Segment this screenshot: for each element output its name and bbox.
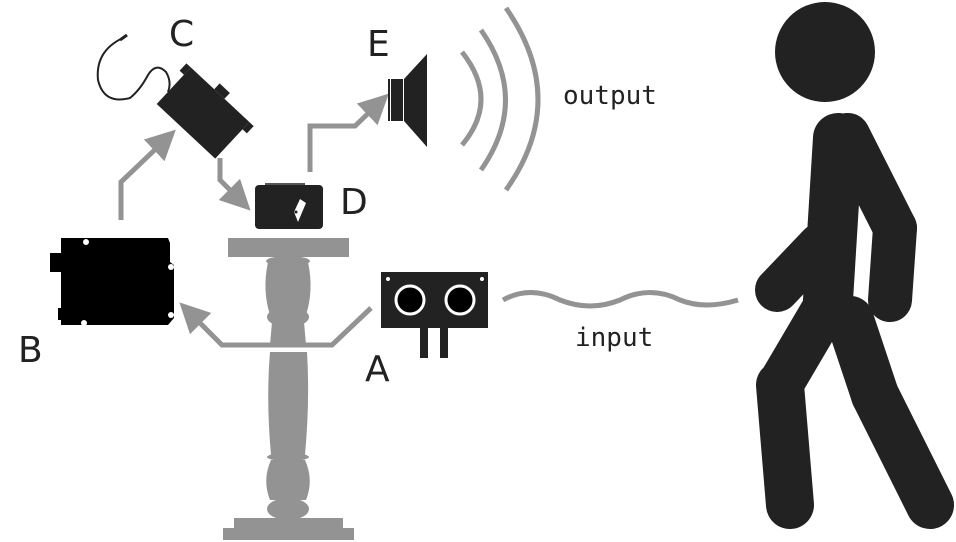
- arrow-b-to-c: [118, 129, 176, 220]
- label-a: A: [365, 349, 390, 390]
- microcontroller-board: [50, 238, 174, 326]
- arrow-a-to-b: [179, 302, 373, 348]
- person-icon: [755, 2, 954, 529]
- pedestal: [223, 238, 354, 540]
- label-b: B: [18, 330, 43, 371]
- arrow-d-to-e: [307, 93, 389, 172]
- arrow-c-to-d: [217, 158, 251, 211]
- label-c: C: [169, 14, 194, 55]
- label-e: E: [367, 24, 390, 65]
- output-label: output: [563, 81, 657, 111]
- speaker-icon: [388, 54, 427, 147]
- label-d: D: [340, 182, 368, 223]
- servo-motor: [96, 33, 254, 159]
- sound-module: [255, 183, 323, 229]
- sound-waves: [460, 6, 541, 192]
- input-label: input: [575, 323, 653, 353]
- input-wave: [501, 290, 739, 309]
- ultrasonic-sensor: [381, 272, 488, 358]
